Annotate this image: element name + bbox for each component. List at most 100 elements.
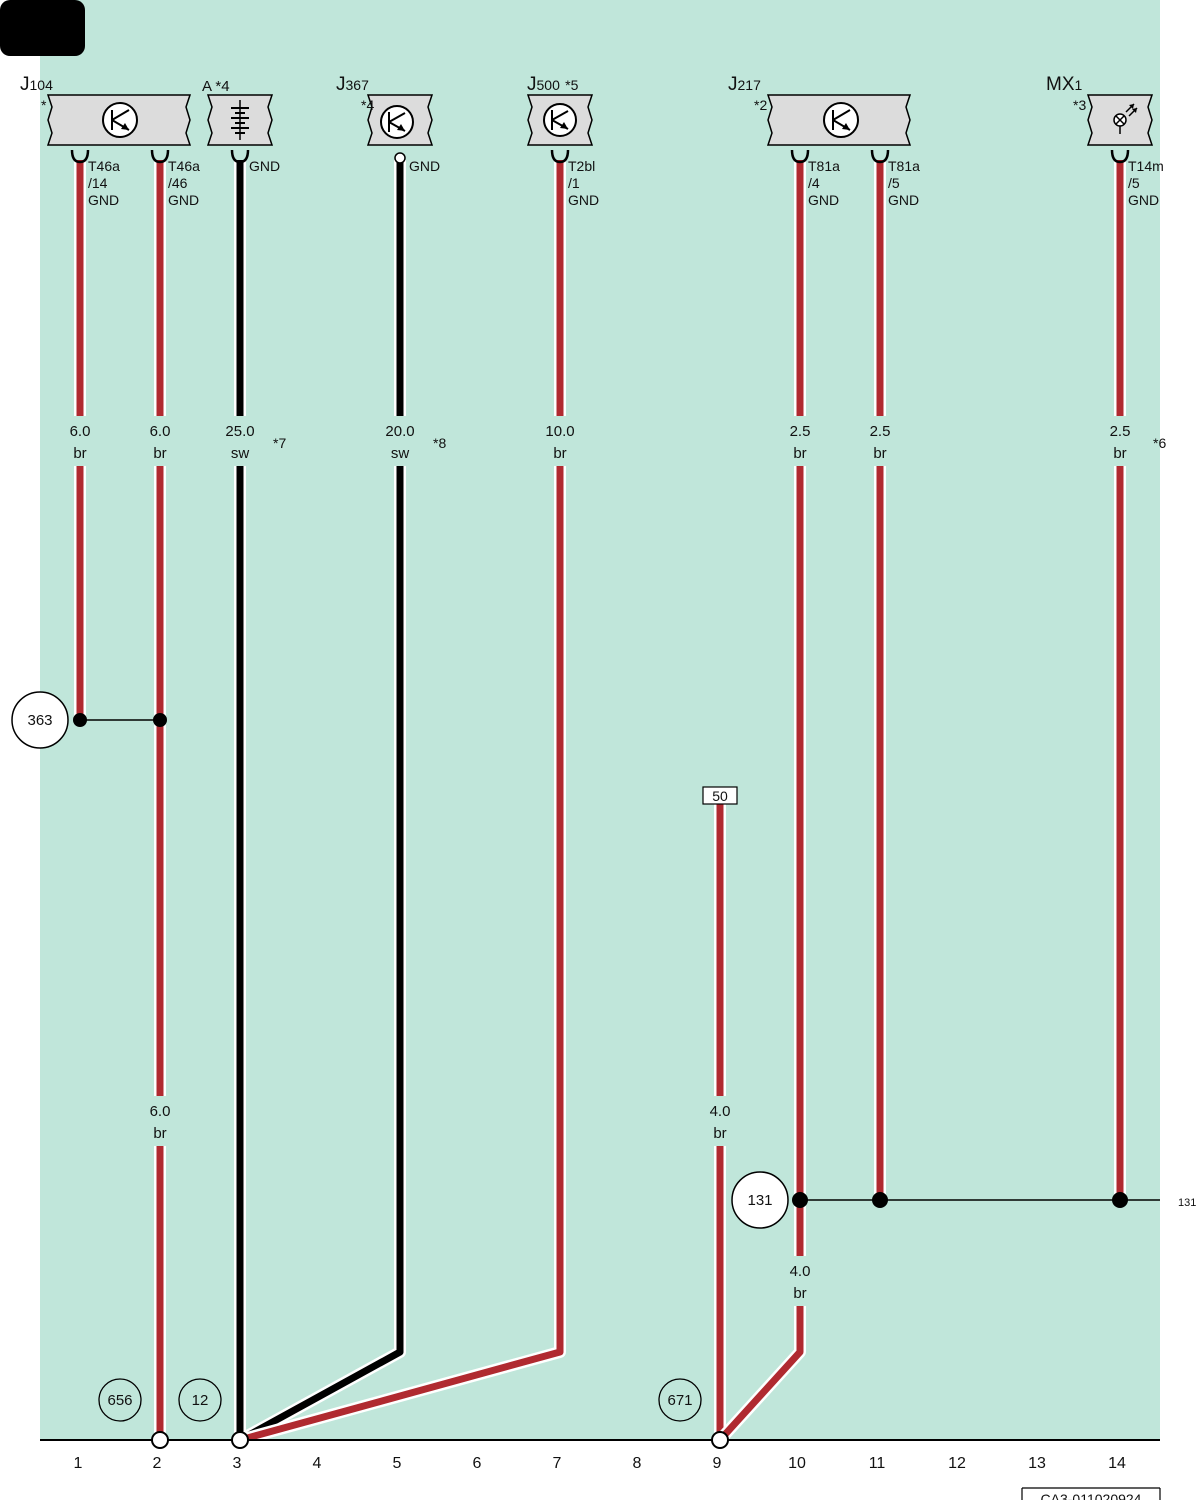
component-name-j367: J367 xyxy=(336,74,369,95)
track-number: 13 xyxy=(1028,1455,1046,1472)
component-j367[interactable]: J367 *4 xyxy=(336,74,434,146)
track-number-group: 1 2 3 4 5 6 7 8 9 10 11 12 13 14 xyxy=(74,1455,1126,1472)
wire-note: *7 xyxy=(273,435,286,451)
pin-connector[interactable] xyxy=(550,149,570,164)
track-number: 5 xyxy=(393,1455,402,1472)
track-number: 8 xyxy=(633,1455,642,1472)
track-number: 14 xyxy=(1108,1455,1126,1472)
lamp-symbol-icon xyxy=(1113,103,1138,134)
ground-terminal[interactable] xyxy=(151,1431,169,1449)
pin-connector[interactable] xyxy=(70,149,90,164)
transistor-symbol-icon xyxy=(102,102,138,138)
svg-text:671: 671 xyxy=(667,1392,692,1409)
transistor-symbol-icon xyxy=(543,103,577,137)
track-number: 2 xyxy=(153,1455,162,1472)
ground-group: 656 12 671 xyxy=(98,1378,702,1422)
pin-connector-group xyxy=(70,149,1130,164)
document-code: CA3-011020924 xyxy=(1021,1487,1161,1500)
battery-symbol-icon xyxy=(231,100,249,140)
component-name-a: A *4 xyxy=(202,78,230,95)
transistor-symbol-icon xyxy=(380,105,414,139)
component-j104[interactable]: J104 * xyxy=(20,74,192,146)
pin-connector[interactable] xyxy=(394,152,406,164)
component-name-j500: J500 *5 xyxy=(527,74,579,95)
track-number: 10 xyxy=(788,1455,806,1472)
splice-dot xyxy=(153,713,167,727)
wire-note: *8 xyxy=(433,435,446,451)
component-group: J104 * A *4 xyxy=(20,74,1154,146)
ground-terminal[interactable] xyxy=(231,1431,249,1449)
pin-connector[interactable] xyxy=(1110,149,1130,164)
component-mx1[interactable]: MX1 *3 xyxy=(1046,74,1154,146)
wire-track-10 xyxy=(715,160,806,1445)
ground-point-12[interactable]: 12 xyxy=(178,1378,222,1422)
component-note-mx1: *3 xyxy=(1073,97,1086,113)
svg-text:50: 50 xyxy=(712,788,728,804)
component-j500[interactable]: J500 *5 xyxy=(526,74,594,146)
component-name-j104: J104 xyxy=(20,74,53,95)
track-number: 11 xyxy=(869,1455,886,1472)
component-note-j367: *4 xyxy=(361,97,374,113)
track-number: 1 xyxy=(74,1455,83,1472)
track-number: 4 xyxy=(313,1455,322,1472)
junction-363[interactable]: 363 xyxy=(11,691,69,749)
diagram-background xyxy=(40,0,1160,1440)
transistor-symbol-icon xyxy=(823,102,859,138)
track-number: 12 xyxy=(948,1455,966,1472)
edge-reference: 131 xyxy=(1178,1197,1196,1209)
component-note-j217: *2 xyxy=(754,97,767,113)
component-note-j104: * xyxy=(41,97,47,113)
svg-text:12: 12 xyxy=(192,1392,209,1409)
wire-track-7 xyxy=(238,160,566,1446)
track-number: 6 xyxy=(473,1455,482,1472)
junction-131[interactable]: 131 xyxy=(731,1171,789,1229)
pin-connector[interactable] xyxy=(230,149,250,164)
splice-dot xyxy=(872,1192,888,1208)
wire-group xyxy=(74,160,1126,1446)
pin-label: GND xyxy=(409,158,440,174)
track-number: 9 xyxy=(713,1455,722,1472)
wire-track-5 xyxy=(237,160,406,1446)
svg-text:363: 363 xyxy=(27,712,52,729)
connector-box-50[interactable]: 50 xyxy=(702,786,738,805)
splice-dot xyxy=(1112,1192,1128,1208)
ground-point-656[interactable]: 656 xyxy=(98,1378,142,1422)
component-name-j217: J217 xyxy=(728,74,761,95)
pin-connector[interactable] xyxy=(150,149,170,164)
ground-point-671[interactable]: 671 xyxy=(658,1378,702,1422)
pin-connector[interactable] xyxy=(790,149,810,164)
wire-note: *6 xyxy=(1153,435,1166,451)
splice-dot xyxy=(73,713,87,727)
component-battery-a[interactable]: A *4 xyxy=(202,78,274,146)
svg-text:656: 656 xyxy=(107,1392,132,1409)
svg-text:131: 131 xyxy=(747,1192,772,1209)
pin-connector[interactable] xyxy=(870,149,890,164)
ground-terminal[interactable] xyxy=(711,1431,729,1449)
header-block xyxy=(0,0,85,56)
track-number: 7 xyxy=(553,1455,562,1472)
junction-group: 363 131 131 50 xyxy=(11,691,1196,1229)
pin-label: GND xyxy=(249,158,280,174)
splice-dot xyxy=(792,1192,808,1208)
component-j217[interactable]: J217 *2 xyxy=(728,74,912,146)
